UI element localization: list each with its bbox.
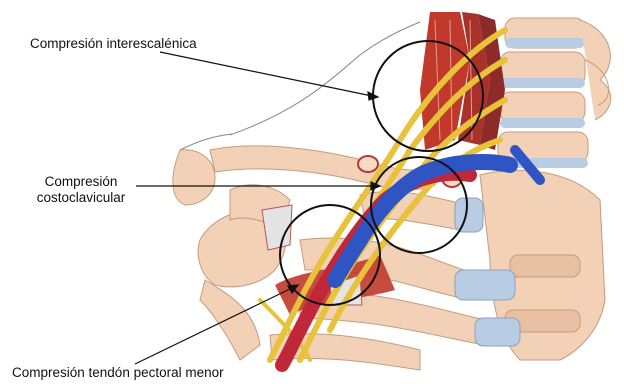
neck-outline bbox=[230, 22, 420, 135]
label-pectoral-minor-compression: Compresión tendón pectoral menor bbox=[12, 365, 224, 381]
label-costoclavicular-line1: Compresión bbox=[45, 174, 118, 189]
label-interscalene-compression: Compresión interescalénica bbox=[30, 36, 197, 52]
label-costoclavicular-line2: costoclavicular bbox=[37, 190, 126, 205]
scapula bbox=[173, 150, 290, 360]
label-costoclavicular-compression: Compresión costoclavicular bbox=[14, 174, 148, 206]
